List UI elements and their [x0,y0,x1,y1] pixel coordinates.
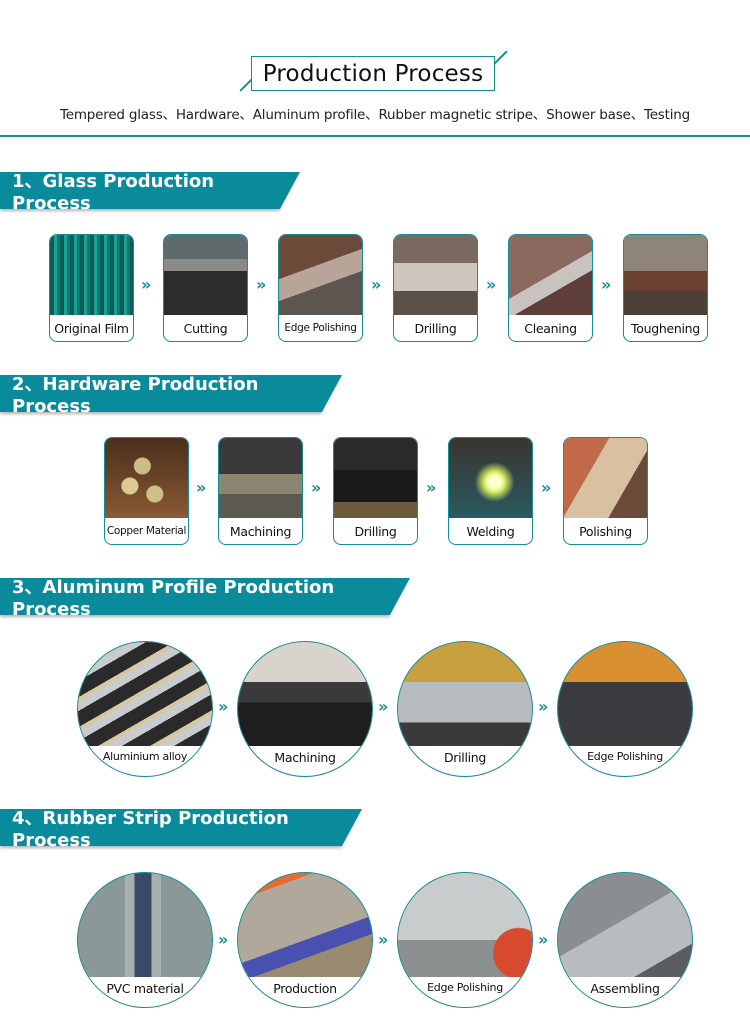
page-header: Production Process Tempered glass、Hardwa… [0,0,750,137]
step-label: Welding [466,523,515,539]
section-title: 3、Aluminum Profile Production Process [12,577,335,620]
step-circle: Aluminium alloy [77,641,213,777]
chevron-double-right-icon: » [541,478,551,497]
step-circle: Machining [237,641,373,777]
step-label: Edge Polishing [558,746,692,776]
step-image-drilling [334,438,417,518]
step-label: Production [238,977,372,1007]
section-title: 4、Rubber Strip Production Process [12,808,289,851]
step-card: Machining [218,437,303,545]
step-image-toughening [624,235,707,315]
step-label: Assembling [558,977,692,1007]
step-image-machining [219,438,302,518]
step-label: Drilling [414,320,457,336]
step-label: Machining [238,746,372,776]
section-banner-aluminum: 3、Aluminum Profile Production Process [0,577,410,620]
step-image-copper-material [105,438,188,518]
chevron-double-right-icon: » [426,478,436,497]
step-card: Drilling [393,234,478,342]
chevron-double-right-icon: » [378,697,388,716]
step-label: Cutting [183,320,228,336]
step-image-cutting [164,235,247,315]
section-banner-hardware: 2、Hardware Production Process [0,374,342,417]
step-label: Edge Polishing [398,977,532,1007]
chevron-double-right-icon: » [378,930,388,949]
step-label: Machining [229,523,292,539]
title-decoration-right [493,50,508,65]
step-card: Copper Material [104,437,189,545]
step-label: Polishing [579,523,632,539]
chevron-double-right-icon: » [256,275,266,294]
step-card: Drilling [333,437,418,545]
chevron-double-right-icon: » [218,697,228,716]
step-image-edge-polishing [279,235,362,315]
step-card: Cleaning [508,234,593,342]
step-circle: Edge Polishing [557,641,693,777]
step-card: Original Film [49,234,134,342]
section-title: 2、Hardware Production Process [12,374,259,417]
step-label: PVC material [78,977,212,1007]
step-label: Edge Polishing [284,322,357,334]
step-label: Toughening [631,320,700,336]
chevron-double-right-icon: » [196,478,206,497]
step-card: Toughening [623,234,708,342]
step-label: Drilling [398,746,532,776]
step-image-polishing [564,438,647,518]
chevron-double-right-icon: » [371,275,381,294]
step-label: Cleaning [524,320,577,336]
header-divider [0,135,750,137]
chevron-double-right-icon: » [311,478,321,497]
step-label: Drilling [354,523,397,539]
section-banner-rubber-strip: 4、Rubber Strip Production Process [0,808,362,851]
step-card: Polishing [563,437,648,545]
step-label: Aluminium alloy [78,746,212,776]
step-circle: Production [237,872,373,1008]
step-circle: PVC material [77,872,213,1008]
step-card: Welding [448,437,533,545]
step-circle: Edge Polishing [397,872,533,1008]
chevron-double-right-icon: » [218,930,228,949]
step-label: Original Film [54,320,129,336]
section-title: 1、Glass Production Process [12,171,215,214]
chevron-double-right-icon: » [538,697,548,716]
step-image-cleaning [509,235,592,315]
step-card: Cutting [163,234,248,342]
step-label: Copper Material [106,525,187,537]
step-image-original-film [50,235,133,315]
chevron-double-right-icon: » [601,275,611,294]
step-image-drilling [394,235,477,315]
page-subtitle: Tempered glass、Hardware、Aluminum profile… [59,107,691,123]
chevron-double-right-icon: » [538,930,548,949]
step-image-welding [449,438,532,518]
step-circle: Assembling [557,872,693,1008]
section-banner-glass: 1、Glass Production Process [0,171,300,214]
chevron-double-right-icon: » [486,275,496,294]
chevron-double-right-icon: » [141,275,151,294]
page-title: Production Process [251,56,495,91]
step-card: Edge Polishing [278,234,363,342]
step-circle: Drilling [397,641,533,777]
